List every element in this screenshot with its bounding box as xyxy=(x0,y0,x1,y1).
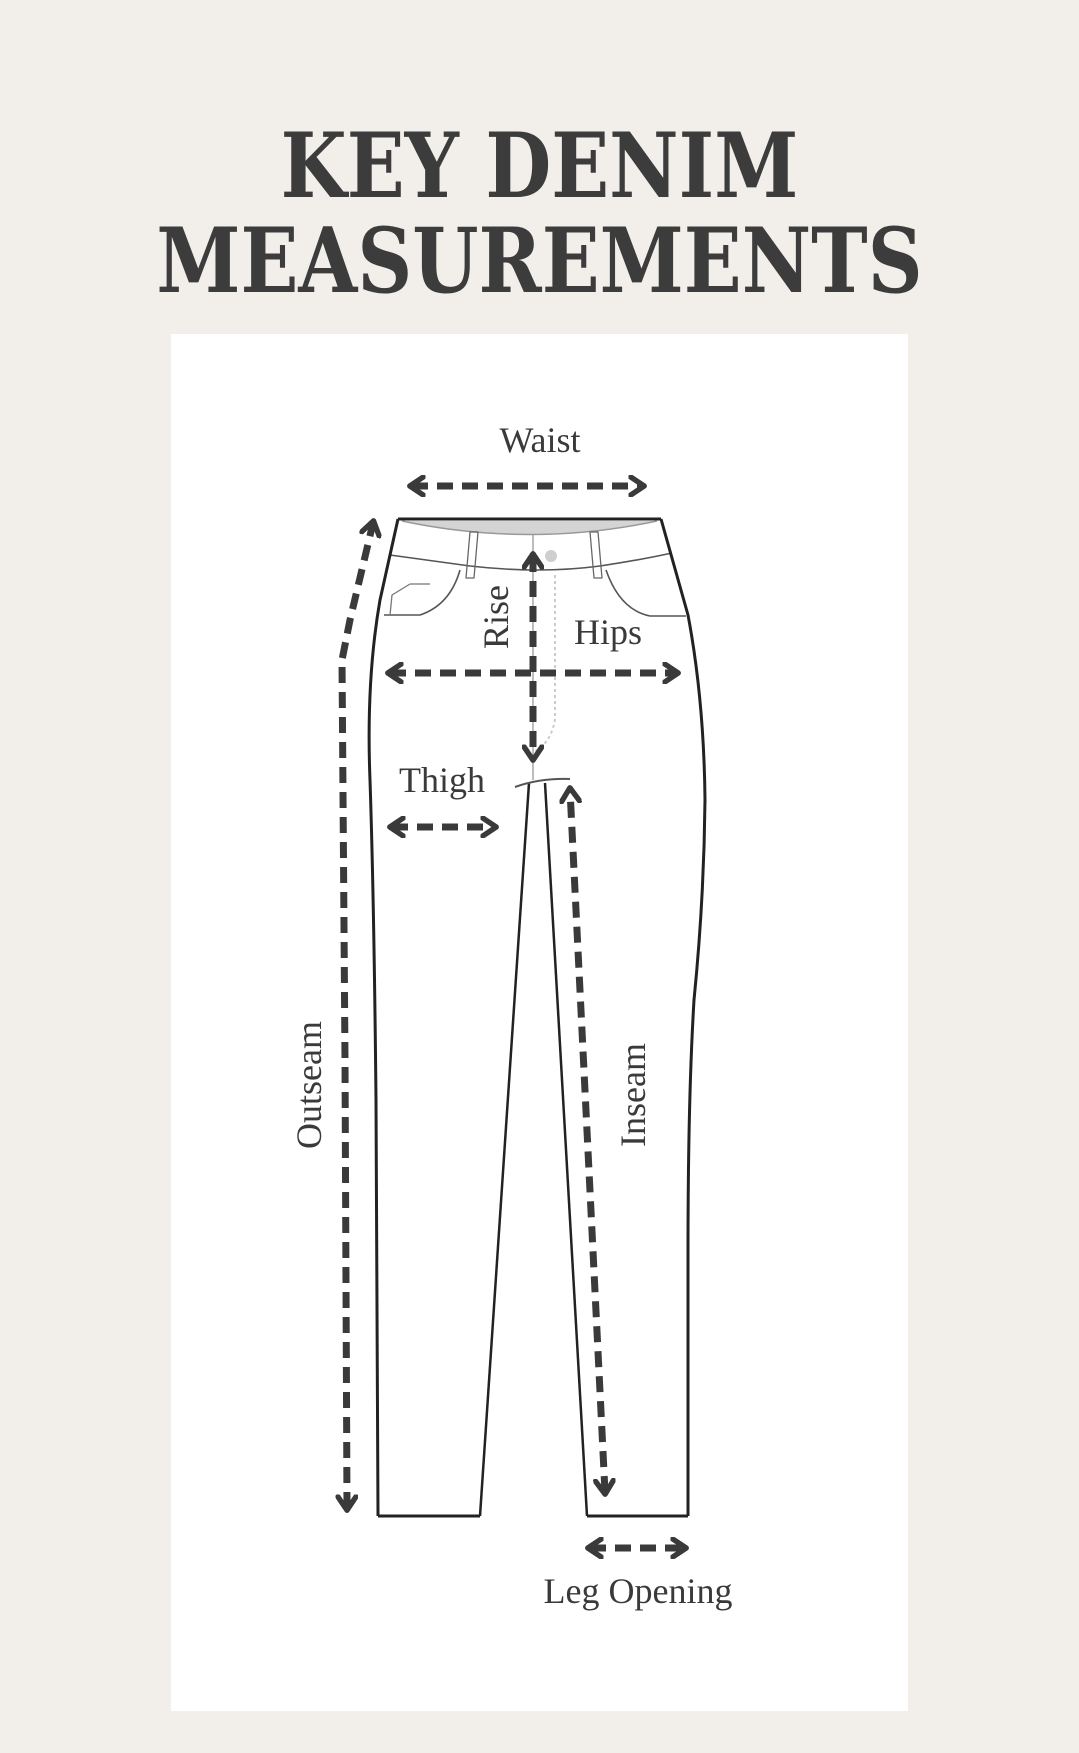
leg-opening-label: Leg Opening xyxy=(544,1571,733,1611)
outseam-arrow-icon xyxy=(342,523,373,1508)
title-line-1: KEY DENIM xyxy=(280,113,799,219)
thigh-label: Thigh xyxy=(399,760,485,800)
jeans-outline-icon xyxy=(367,517,707,1518)
title-line-2: MEASUREMENTS xyxy=(156,208,923,314)
waist-label: Waist xyxy=(499,420,580,460)
inseam-arrow-icon xyxy=(570,790,605,1492)
rise-label: Rise xyxy=(476,585,516,649)
hips-label: Hips xyxy=(574,612,642,652)
outseam-label: Outseam xyxy=(289,1021,329,1149)
inseam-label: Inseam xyxy=(613,1043,653,1147)
